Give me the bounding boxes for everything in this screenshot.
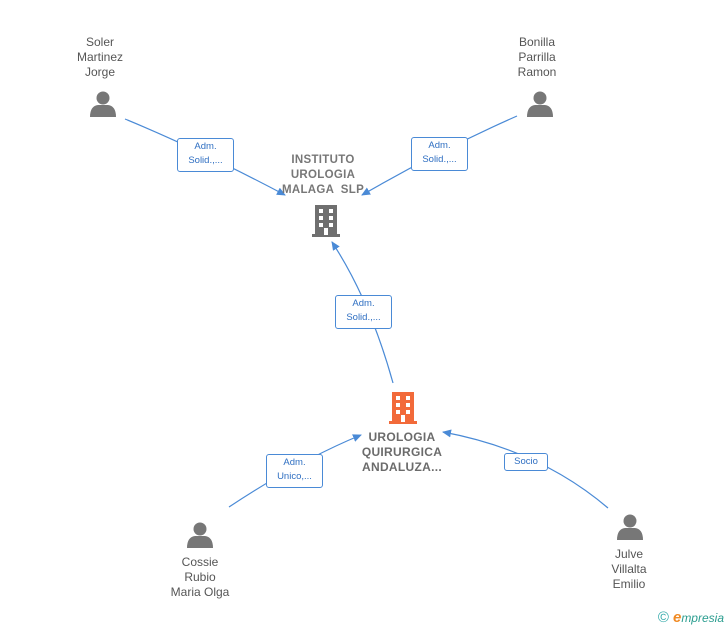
edge-label-line: Adm. <box>283 457 306 468</box>
person-name-bonilla[interactable]: Bonilla Parrilla Ramon <box>497 35 577 80</box>
name-line: Jorge <box>84 65 116 79</box>
edge-label-cossie-urologia[interactable]: Adm. Unico,... <box>266 454 323 488</box>
name-line: QUIRURGICA <box>361 445 443 459</box>
person-icon[interactable] <box>527 91 553 118</box>
brand-initial: e <box>672 609 682 626</box>
name-line: Parrilla <box>518 50 556 64</box>
building-icon-main[interactable] <box>389 392 417 424</box>
company-name-urologia[interactable]: UROLOGIA QUIRURGICA ANDALUZA... <box>343 430 461 475</box>
edge-label-soler-instituto[interactable]: Adm. Solid.,... <box>177 138 234 172</box>
building-icon[interactable] <box>312 205 340 237</box>
person-icon[interactable] <box>187 522 213 549</box>
name-line: Ramon <box>517 65 557 79</box>
name-line: INSTITUTO <box>291 154 355 166</box>
name-line: UROLOGIA <box>290 169 356 181</box>
edge-label-line: Socio <box>514 456 538 467</box>
name-line: Martinez <box>76 50 123 64</box>
name-line: Rubio <box>184 570 216 584</box>
edge-label-line: Solid.,... <box>422 154 457 165</box>
name-line: Maria Olga <box>170 585 230 599</box>
name-line: Soler <box>85 35 114 49</box>
edge-label-urologia-instituto[interactable]: Adm. Solid.,... <box>335 295 392 329</box>
edge-label-line: Adm. <box>352 298 375 309</box>
edge-label-line: Adm. <box>194 141 217 152</box>
edge-label-line: Adm. <box>428 140 451 151</box>
brand-rest: mpresia <box>681 611 724 625</box>
brand-footer[interactable]: © empresia <box>658 609 724 626</box>
person-icon[interactable] <box>90 91 116 118</box>
edge-label-line: Solid.,... <box>188 155 223 166</box>
brand-logo: empresia <box>673 609 724 626</box>
name-line: Julve <box>614 547 643 561</box>
person-name-julve[interactable]: Julve Villalta Emilio <box>589 547 669 592</box>
name-line: MALAGA SLP <box>281 184 365 196</box>
edge-label-julve-urologia[interactable]: Socio <box>504 453 548 471</box>
person-name-cossie[interactable]: Cossie Rubio Maria Olga <box>152 555 248 600</box>
name-line: ANDALUZA... <box>362 460 442 474</box>
copyright-icon: © <box>657 609 669 626</box>
name-line: Bonilla <box>518 35 556 49</box>
name-line: Cossie <box>181 555 219 569</box>
company-name-instituto[interactable]: INSTITUTO UROLOGIA MALAGA SLP <box>268 153 378 198</box>
person-name-soler[interactable]: Soler Martinez Jorge <box>60 35 140 80</box>
edge-label-line: Solid.,... <box>346 312 381 323</box>
edge-label-bonilla-instituto[interactable]: Adm. Solid.,... <box>411 137 468 171</box>
person-icon[interactable] <box>617 514 643 541</box>
name-line: UROLOGIA <box>368 430 436 444</box>
edge-label-line: Unico,... <box>277 471 312 482</box>
name-line: Villalta <box>611 562 647 576</box>
name-line: Emilio <box>612 577 646 591</box>
